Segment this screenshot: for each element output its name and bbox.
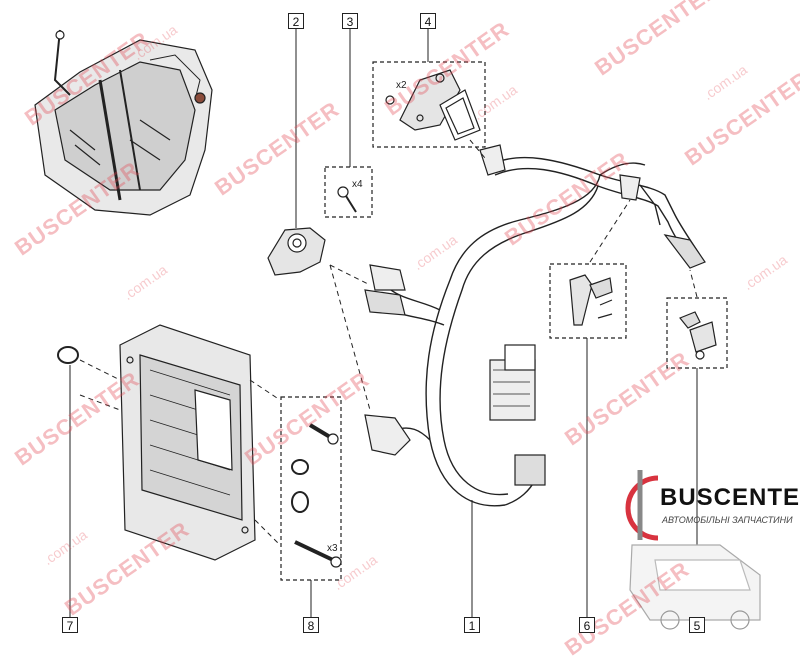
callout-4: 4 bbox=[420, 13, 436, 29]
sensor-part-2 bbox=[267, 227, 326, 276]
callout-2: 2 bbox=[288, 13, 304, 29]
o-ring-7 bbox=[57, 346, 79, 364]
sensor-kit-box bbox=[549, 263, 627, 339]
harness-connector-right bbox=[663, 234, 706, 269]
screw-box bbox=[324, 166, 373, 218]
speed-sensor-part bbox=[569, 274, 613, 326]
callout-5: 5 bbox=[689, 617, 705, 633]
harness-connector-top bbox=[479, 144, 506, 176]
projection-lines bbox=[79, 139, 698, 546]
callout-3: 3 bbox=[342, 13, 358, 29]
callout-1: 1 bbox=[464, 617, 480, 633]
buscenter-logo-mark bbox=[625, 470, 761, 630]
qty-screw: x4 bbox=[352, 179, 363, 190]
harness-clip bbox=[514, 454, 546, 486]
callout-7: 7 bbox=[62, 617, 78, 633]
logo-tagline: АВТОМОБІЛЬНІ ЗАПЧАСТИНИ bbox=[662, 515, 793, 525]
connector-kit-part bbox=[679, 311, 717, 360]
bolt-kit-parts bbox=[291, 423, 342, 568]
bracket-part bbox=[385, 69, 481, 141]
qty-bracket-bolt: x2 bbox=[396, 80, 407, 91]
connector-kit-box bbox=[666, 297, 728, 369]
callout-8: 8 bbox=[303, 617, 319, 633]
harness-connector-upper bbox=[369, 264, 406, 291]
valve-body-unit bbox=[119, 324, 256, 561]
harness-connector-lower bbox=[364, 414, 411, 456]
callout-6: 6 bbox=[579, 617, 595, 633]
bracket-box bbox=[372, 61, 486, 148]
screw-icon bbox=[337, 186, 357, 213]
qty-bolt: x3 bbox=[327, 543, 338, 554]
transmission-assembly bbox=[34, 29, 213, 216]
logo-name: BUSCENTER bbox=[660, 484, 800, 511]
